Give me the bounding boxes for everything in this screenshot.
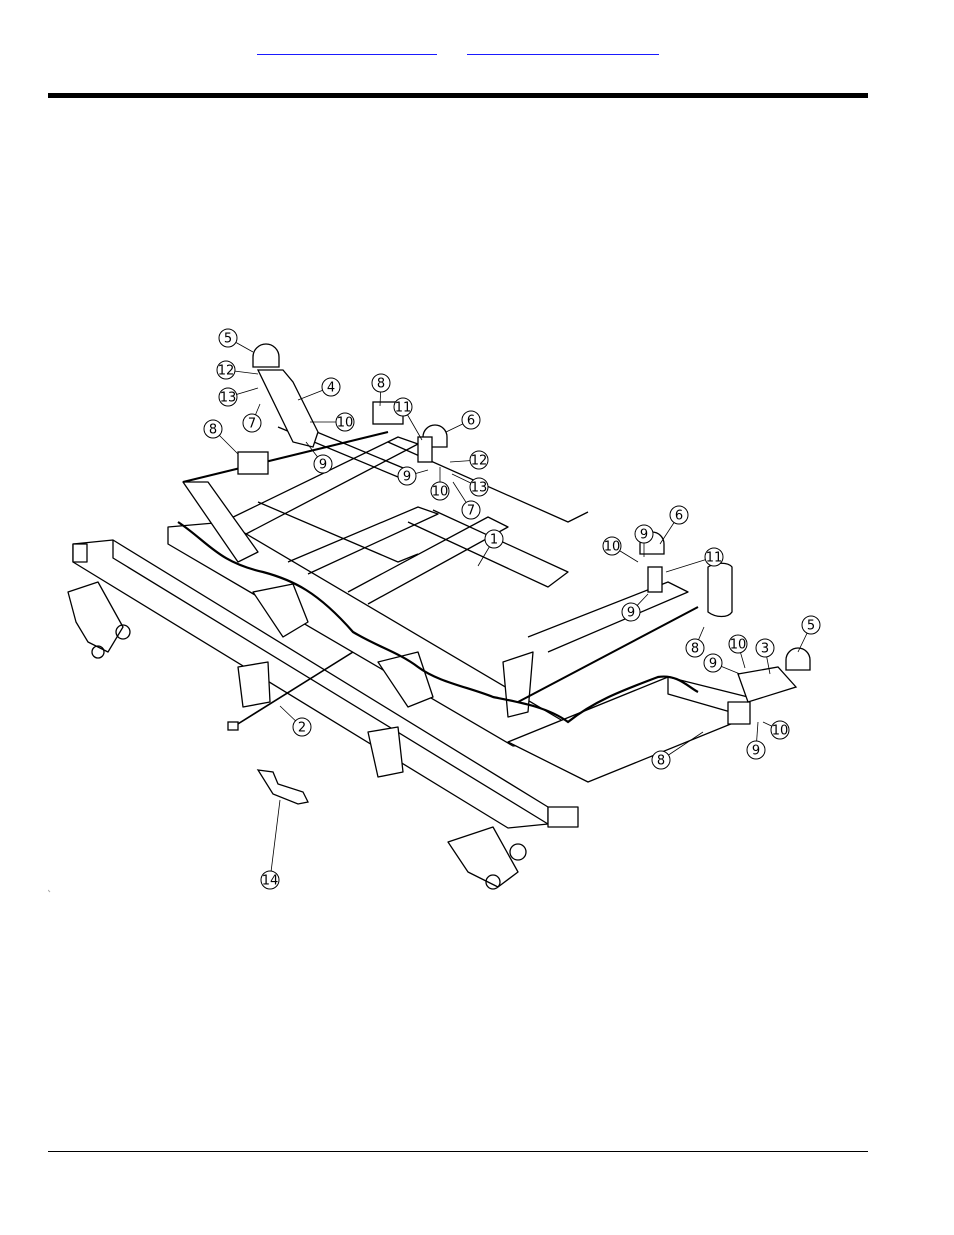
callout-number: 1 (490, 533, 498, 548)
callout-number: 5 (807, 619, 815, 634)
callout-9: 9 (747, 722, 765, 759)
callout-number: 8 (377, 377, 385, 392)
callout-12: 12 (450, 451, 488, 469)
callout-number: 9 (319, 458, 327, 473)
lamp-5-left (253, 344, 279, 367)
callout-number: 7 (248, 417, 256, 432)
callout-number: 10 (772, 724, 789, 739)
callout-number: 8 (657, 754, 665, 769)
callout-number: 12 (471, 454, 488, 469)
callout-13: 13 (219, 388, 258, 406)
callout-number: 9 (640, 528, 648, 543)
callout-number: 9 (403, 470, 411, 485)
callout-5: 5 (219, 329, 253, 352)
callout-6: 6 (660, 506, 688, 544)
callout-number: 12 (218, 364, 235, 379)
callout-7: 7 (243, 404, 261, 432)
callout-number: 9 (752, 744, 760, 759)
callout-number: 10 (337, 416, 354, 431)
callout-number: 11 (706, 551, 723, 566)
callout-number: 2 (298, 721, 306, 736)
callout-number: 6 (675, 509, 683, 524)
callout-number: 9 (627, 606, 635, 621)
leader-line (270, 800, 280, 880)
footer-rule (48, 1151, 868, 1152)
callout-10: 10 (729, 635, 747, 668)
callout-9: 9 (704, 654, 740, 674)
callout-number: 14 (262, 874, 279, 889)
callout-number: 10 (432, 485, 449, 500)
callout-10: 10 (431, 467, 449, 500)
callout-number: 13 (471, 481, 488, 496)
callout-8: 8 (204, 420, 238, 454)
top-link-left[interactable] (257, 42, 437, 55)
callout-number: 8 (209, 423, 217, 438)
plate-11-right (648, 567, 662, 592)
callout-4: 4 (298, 378, 340, 400)
callout-number: 10 (730, 638, 747, 653)
bracket-4 (258, 370, 318, 447)
plate-11-rear (418, 437, 432, 462)
callout-number: 7 (467, 504, 475, 519)
callout-number: 10 (604, 540, 621, 555)
callout-number: 5 (224, 332, 232, 347)
header-rule (48, 93, 868, 98)
frame-wiring-diagram: 5121374109881161291013719610119810359291… (48, 322, 838, 897)
frame-drawing (68, 420, 750, 889)
callout-10: 10 (763, 721, 789, 739)
callout-14: 14 (261, 800, 280, 889)
callout-12: 12 (217, 361, 258, 379)
callout-10: 10 (603, 537, 638, 562)
plug-2 (228, 722, 238, 730)
callout-number: 13 (220, 391, 237, 406)
callout-number: 9 (709, 657, 717, 672)
callout-5: 5 (798, 616, 820, 652)
callout-number: 6 (467, 414, 475, 429)
callout-number: 4 (327, 381, 335, 396)
callout-number: 11 (395, 401, 412, 416)
callout-13: 13 (452, 474, 488, 496)
callout-8: 8 (686, 627, 704, 657)
adapter-14 (258, 770, 308, 804)
callout-number: 8 (691, 642, 699, 657)
callout-6: 6 (446, 411, 480, 432)
bracket-3 (738, 667, 796, 702)
callout-9: 9 (398, 467, 428, 485)
callout-2: 2 (280, 706, 311, 736)
plate-8-left (238, 452, 268, 474)
callout-8: 8 (372, 374, 390, 406)
top-link-right[interactable] (467, 42, 659, 55)
callout-number: 3 (761, 642, 769, 657)
